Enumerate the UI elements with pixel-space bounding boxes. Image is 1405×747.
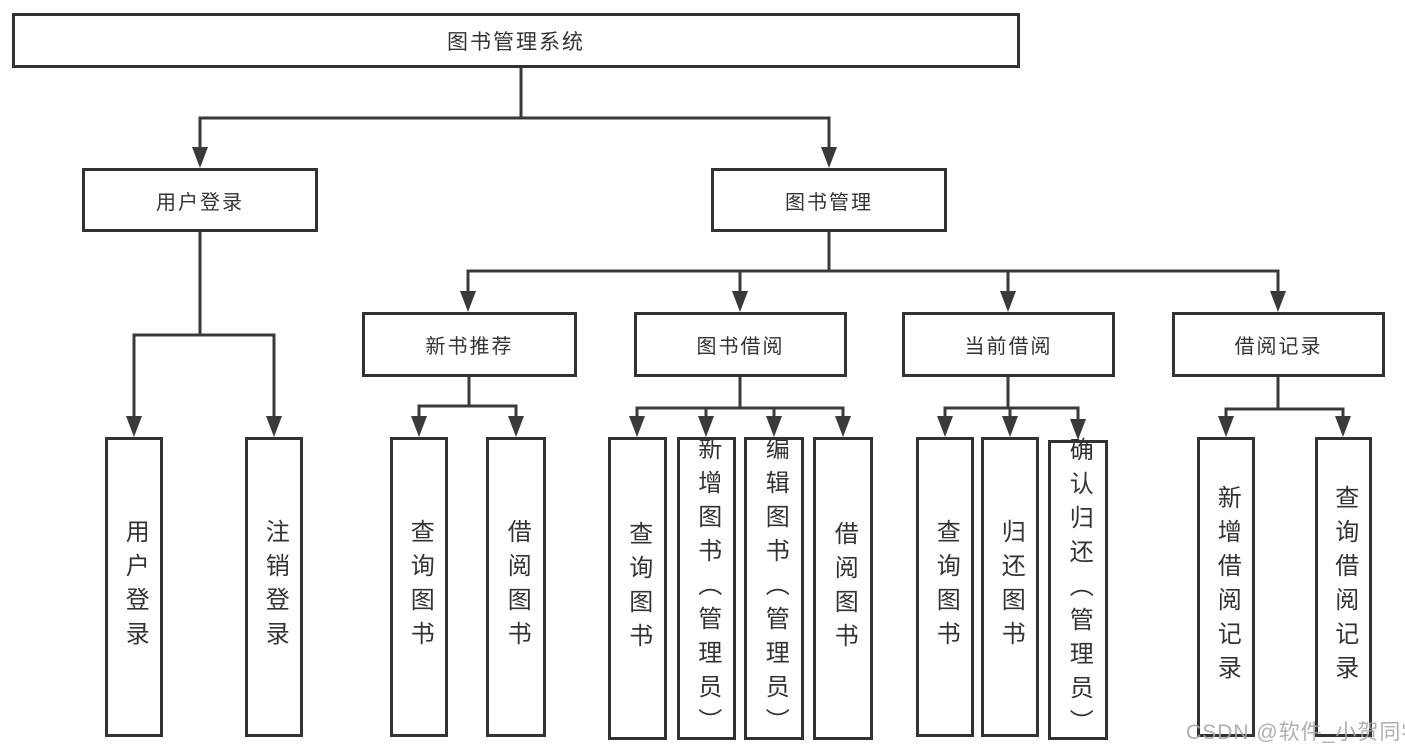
leaf-label: 注销登录 bbox=[261, 519, 289, 655]
leaf-query-borrow-record: 查询借阅记录 bbox=[1315, 437, 1372, 737]
csdn-watermark: CSDN @软件_小贺同学 bbox=[1186, 721, 1405, 744]
leaf-label: 查询图书 bbox=[624, 520, 652, 657]
leaf-label: 确认归还（管理员） bbox=[1065, 437, 1093, 743]
node-borrow-records: 借阅记录 bbox=[1172, 312, 1385, 377]
leaf-return-books: 归还图书 bbox=[981, 437, 1039, 737]
leaf-label: 新增图书（管理员） bbox=[693, 435, 721, 742]
leaf-logout: 注销登录 bbox=[245, 437, 303, 737]
node-label: 图书管理 bbox=[785, 191, 873, 214]
leaf-label: 新增借阅记录 bbox=[1213, 485, 1241, 689]
node-book-management: 图书管理 bbox=[711, 168, 947, 232]
leaf-label: 归还图书 bbox=[997, 519, 1025, 655]
leaf-add-books-admin: 新增图书（管理员） bbox=[677, 435, 736, 742]
node-user-login: 用户登录 bbox=[82, 168, 318, 232]
leaf-add-borrow-record: 新增借阅记录 bbox=[1197, 437, 1255, 737]
leaf-query-books-borrow: 查询图书 bbox=[608, 437, 667, 740]
node-label: 图书管理系统 bbox=[447, 30, 585, 54]
leaf-label: 查询借阅记录 bbox=[1330, 485, 1358, 689]
leaf-label: 查询图书 bbox=[406, 519, 434, 655]
leaf-user-login: 用户登录 bbox=[105, 437, 163, 737]
leaf-confirm-return-admin: 确认归还（管理员） bbox=[1048, 437, 1108, 743]
leaf-label: 用户登录 bbox=[121, 519, 149, 655]
node-new-book-recommend: 新书推荐 bbox=[362, 312, 577, 377]
leaf-label: 借阅图书 bbox=[830, 520, 858, 657]
leaf-label: 编辑图书（管理员） bbox=[761, 435, 789, 742]
leaf-query-books-recommend: 查询图书 bbox=[390, 437, 448, 737]
leaf-edit-books-admin: 编辑图书（管理员） bbox=[744, 435, 804, 742]
node-label: 图书借阅 bbox=[696, 336, 785, 358]
leaf-query-books-current: 查询图书 bbox=[916, 437, 974, 737]
leaf-label: 借阅图书 bbox=[503, 519, 531, 655]
leaf-label: 查询图书 bbox=[932, 519, 960, 655]
node-library-management-system: 图书管理系统 bbox=[12, 13, 1020, 68]
leaf-borrow-books-recommend: 借阅图书 bbox=[486, 437, 546, 737]
leaf-borrow-books: 借阅图书 bbox=[813, 437, 873, 740]
node-label: 当前借阅 bbox=[964, 336, 1053, 358]
node-label: 新书推荐 bbox=[425, 336, 514, 358]
node-label: 用户登录 bbox=[156, 191, 244, 214]
node-label: 借阅记录 bbox=[1234, 336, 1323, 358]
node-current-borrow: 当前借阅 bbox=[902, 312, 1115, 377]
node-book-borrow: 图书借阅 bbox=[634, 312, 847, 377]
